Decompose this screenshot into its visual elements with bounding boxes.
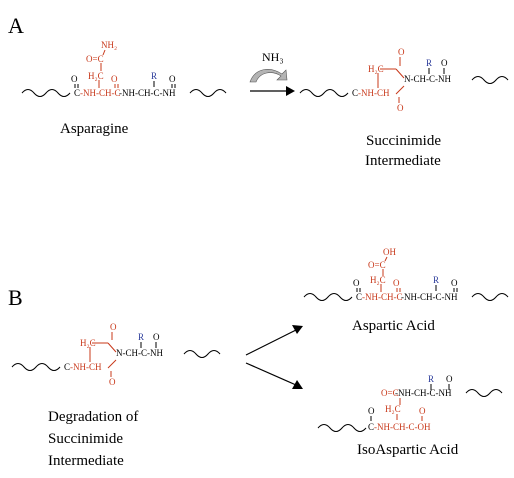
succinimide-label-1: Succinimide bbox=[366, 133, 441, 149]
asp-h2c: H₂C bbox=[370, 275, 386, 285]
isoaspartic-acid-label: IsoAspartic Acid bbox=[357, 442, 459, 458]
succ-squiggle-right bbox=[471, 76, 509, 84]
b-succ-o-bot: O bbox=[109, 377, 116, 387]
iso-nh-ch-c-nh: -NH-CH-C-NH bbox=[395, 388, 452, 398]
asp-c: C bbox=[356, 292, 362, 302]
asparagine-label: Asparagine bbox=[60, 121, 129, 137]
asn-r: R bbox=[151, 71, 157, 81]
panel-a-letter: A bbox=[8, 13, 24, 38]
iso-c: C bbox=[368, 422, 374, 432]
succ-squiggle-left bbox=[299, 89, 349, 97]
asp-oc: O=C bbox=[368, 260, 386, 270]
asn-nh2-bond bbox=[102, 49, 106, 56]
asn-o-left: O bbox=[71, 74, 78, 84]
arrow-down-shaft bbox=[245, 362, 297, 386]
succinimide-structure-bottom: C -NH-CH H₂C O N-CH-C-NH O R O bbox=[11, 322, 221, 387]
b-succ-n-ch-c-nh: N-CH-C-NH bbox=[116, 348, 163, 358]
b-succ-c: C bbox=[64, 362, 70, 372]
iso-o-red: O bbox=[419, 406, 426, 416]
asp-o-right: O bbox=[451, 278, 458, 288]
b-succ-o-right: O bbox=[153, 332, 160, 342]
curved-arrow-icon bbox=[249, 69, 288, 83]
b-ring-upper-right bbox=[107, 342, 117, 353]
asn-nh-ch-c: -NH-CH-C bbox=[80, 88, 121, 98]
b-succ-o-top: O bbox=[110, 322, 117, 332]
aspartic-acid-label: Aspartic Acid bbox=[352, 318, 435, 334]
arrow-up-head-icon bbox=[292, 325, 303, 334]
b-succ-h2c: H₂C bbox=[80, 338, 96, 348]
asp-oh-bond bbox=[384, 256, 388, 262]
b-succ-r: R bbox=[138, 332, 144, 342]
iso-h2c: H₂C bbox=[385, 404, 401, 414]
reaction-arrow-a: NH₃ bbox=[249, 50, 295, 96]
succ-o-bot: O bbox=[397, 103, 404, 113]
b-squiggle-right bbox=[183, 350, 221, 358]
succ-n-ch-c-nh: N-CH-C-NH bbox=[404, 74, 451, 84]
asn-nh2: NH₂ bbox=[101, 40, 117, 50]
succ-o-top: O bbox=[398, 47, 405, 57]
asn-c-left: C bbox=[74, 88, 80, 98]
b-ring-lower-right bbox=[107, 359, 117, 369]
succ-ring-lower-right bbox=[395, 85, 405, 95]
asparagine-structure: C O -NH-CH-C O -NH-CH-C-NH R O H₂C O=C N… bbox=[21, 40, 227, 98]
arrow-head-icon bbox=[286, 86, 295, 96]
succ-nh-ch: -NH-CH bbox=[358, 88, 390, 98]
arrow-up-shaft bbox=[245, 329, 297, 356]
asp-oh: OH bbox=[383, 247, 396, 257]
nh3-label: NH₃ bbox=[262, 50, 284, 64]
degradation-label-2: Succinimide bbox=[48, 431, 123, 447]
asn-oc: O=C bbox=[86, 54, 104, 64]
succinimide-structure-top: C -NH-CH H₂C O N-CH-C-NH O R O bbox=[299, 47, 509, 113]
asn-o-right: O bbox=[169, 74, 176, 84]
iso-squiggle-right bbox=[465, 389, 503, 397]
asp-o-left: O bbox=[353, 278, 360, 288]
asp-r: R bbox=[433, 275, 439, 285]
b-succ-nh-ch: -NH-CH bbox=[70, 362, 102, 372]
iso-squiggle-left bbox=[317, 424, 367, 432]
succ-c: C bbox=[352, 88, 358, 98]
chain-squiggle-left bbox=[21, 89, 71, 97]
succ-o-right: O bbox=[441, 58, 448, 68]
b-squiggle-left bbox=[11, 363, 61, 371]
iso-oc: O=C bbox=[381, 388, 399, 398]
iso-r: R bbox=[428, 374, 434, 384]
succinimide-label-2: Intermediate bbox=[365, 153, 441, 169]
asp-nh-ch-c: -NH-CH-C bbox=[362, 292, 403, 302]
isoaspartic-acid-structure: R O O=C -NH-CH-C-NH H₂C O C -NH-CH-C-OH … bbox=[317, 374, 503, 432]
asp-squiggle-right bbox=[471, 293, 509, 301]
succ-ring-upper-right bbox=[395, 68, 405, 79]
panel-b-letter: B bbox=[8, 285, 23, 310]
aspartic-acid-structure: C O -NH-CH-C O -NH-CH-C-NH R O H₂C O=C O… bbox=[303, 247, 509, 302]
degradation-label-1: Degradation of bbox=[48, 409, 138, 425]
succ-r: R bbox=[426, 58, 432, 68]
degradation-label-3: Intermediate bbox=[48, 453, 124, 469]
asp-squiggle-left bbox=[303, 293, 353, 301]
asn-h2c: H₂C bbox=[88, 71, 104, 81]
asp-o-red: O bbox=[393, 278, 400, 288]
asn-o-red: O bbox=[111, 74, 118, 84]
iso-o-top: O bbox=[446, 374, 453, 384]
arrow-down-head-icon bbox=[292, 380, 303, 389]
iso-nh-ch-c-oh: -NH-CH-C-OH bbox=[374, 422, 431, 432]
asp-backbone: -NH-CH-C-NH bbox=[401, 292, 458, 302]
branch-arrows bbox=[245, 325, 303, 389]
chain-squiggle-right bbox=[189, 89, 227, 97]
asn-backbone: -NH-CH-C-NH bbox=[119, 88, 176, 98]
iso-o-left: O bbox=[368, 406, 375, 416]
succ-h2c: H₂C bbox=[368, 64, 384, 74]
